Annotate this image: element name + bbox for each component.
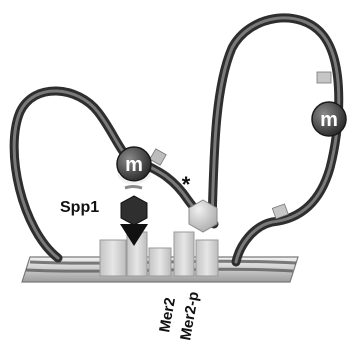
mer2-block — [149, 248, 171, 276]
m-marker-left: m — [117, 147, 151, 183]
spp1-label: Spp1 — [60, 199, 99, 216]
right-chromatin-loop — [212, 18, 339, 262]
left-chromatin-loop — [14, 91, 130, 258]
axis-protein-block — [100, 240, 126, 276]
spp1-body — [121, 196, 147, 225]
strand-highlight — [317, 72, 331, 83]
mer2-label: Mer2 — [156, 296, 179, 333]
m-marker-right: m — [312, 102, 346, 136]
mer2p-block — [174, 232, 194, 276]
m-marker-right-label: m — [320, 109, 338, 131]
axis-protein-block — [196, 240, 218, 276]
axis-protein-blocks — [100, 232, 218, 276]
asterisk-label: * — [182, 172, 191, 197]
strand-highlight — [150, 149, 166, 165]
m-marker-left-label: m — [125, 154, 143, 176]
mer2p-label: Mer2-p — [177, 290, 202, 341]
